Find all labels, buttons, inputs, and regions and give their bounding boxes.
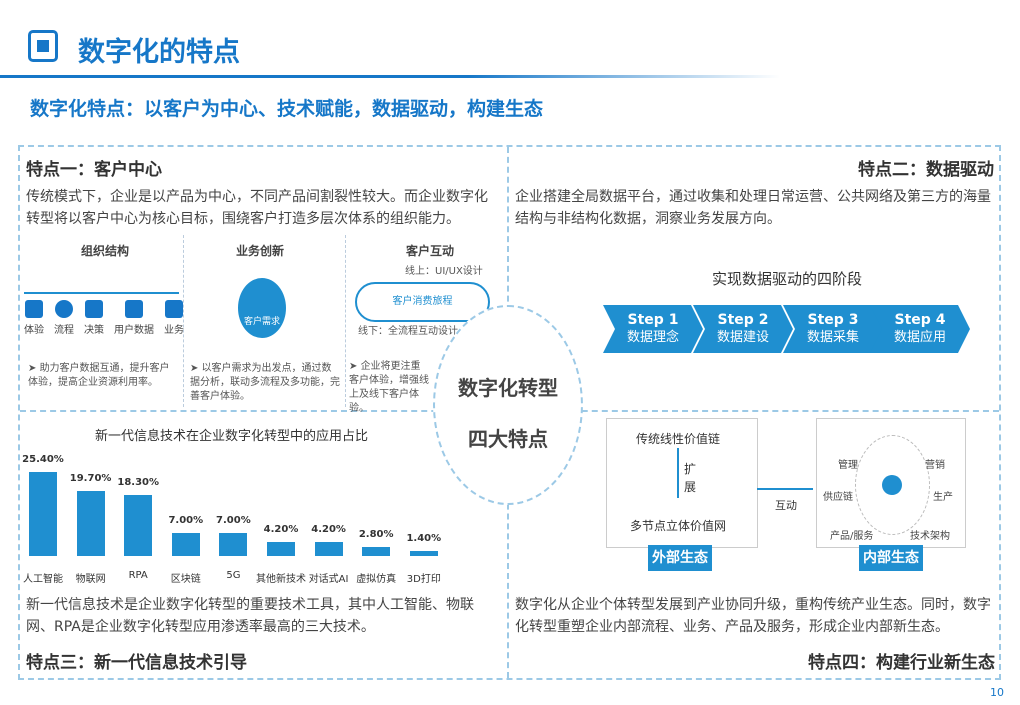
stages-title: 实现数据驱动的四阶段: [712, 270, 863, 288]
step-label: 数据应用: [893, 330, 946, 345]
col2-title: 业务创新: [235, 244, 284, 258]
node-label: 技术架构: [910, 531, 950, 542]
col1-title: 组织结构: [80, 244, 129, 258]
col1-note-text: 助力客户数据互通，提升客户体验，提高企业资源利用率。: [28, 363, 170, 388]
col3-note: ➤ 企业将更注重客户体验，增强线上及线下客户体验。: [349, 361, 429, 414]
chart-title: 新一代信息技术在企业数字化转型中的应用占比: [95, 429, 369, 444]
bidirectional-arrow: [757, 488, 813, 490]
people-icon: [25, 300, 43, 318]
down-arrow: [677, 448, 679, 498]
q3-title: 特点三：新一代信息技术引导: [26, 653, 247, 673]
col2-note-text: 以客户需求为出发点，通过数据分析，联动多流程及多功能，完善客户体验。: [190, 363, 340, 402]
q3-text: 新一代信息技术是企业数字化转型的重要技术工具，其中人工智能、物联网、RPA是企业…: [26, 597, 474, 635]
icon-label: 流程: [54, 325, 74, 336]
center-line2: 四大特点: [468, 427, 548, 451]
col-divider: [345, 235, 346, 407]
node-label: 供应链: [823, 492, 853, 503]
arrow-line: [24, 292, 179, 294]
page-title: 数字化的特点: [78, 37, 240, 68]
step-3: Step 3 数据采集: [783, 305, 883, 353]
node-label: 营销: [925, 460, 945, 471]
node-label: 产品/服务: [830, 531, 874, 542]
step-4: Step 4 数据应用: [870, 305, 970, 353]
q1-title: 特点一：客户中心: [26, 160, 162, 180]
col1-icons: 体验 流程 决策 用户数据 业务: [24, 300, 184, 337]
col-divider: [183, 235, 184, 407]
internal-ring: [855, 435, 930, 535]
core-icon: [882, 475, 902, 495]
circle-label: 客户需求: [243, 317, 280, 327]
step-label: 数据建设: [716, 330, 769, 345]
q1-text: 传统模式下，企业是以产品为中心，不同产品间割裂性较大。而企业数字化转型将以客户中…: [26, 189, 488, 227]
step-label: 数据采集: [806, 330, 859, 345]
node-label: 生产: [933, 492, 953, 503]
q2-title: 特点二：数据驱动: [858, 160, 994, 180]
icon-label: 体验: [24, 325, 44, 336]
icon-label: 决策: [84, 325, 104, 336]
loop-label: 客户消费旅程: [392, 296, 453, 307]
col3-note-text: 企业将更注重客户体验，增强线上及线下客户体验。: [349, 361, 429, 414]
step-2: Step 2 数据建设: [693, 305, 793, 353]
external-tag: 外部生态: [648, 545, 712, 571]
step-label: 数据理念: [626, 330, 679, 345]
external-top: 传统线性价值链: [636, 432, 721, 446]
q4-text: 数字化从企业个体转型发展到产业协同升级，重构传统产业生态。同时，数字化转型重塑企…: [515, 597, 991, 635]
step-number: Step 4: [894, 312, 946, 328]
step-number: Step 2: [717, 312, 769, 328]
journey-loop: 客户消费旅程: [355, 282, 490, 322]
page-number: 10: [990, 686, 1004, 699]
content-frame: [18, 145, 1001, 680]
chip-icon: [28, 30, 58, 62]
title-underline: [0, 75, 780, 78]
briefcase-icon: [165, 300, 183, 318]
icon-label: 用户数据: [114, 325, 154, 336]
step-1: Step 1 数据理念: [603, 305, 703, 353]
center-line1: 数字化转型: [458, 376, 558, 400]
node-label: 管理: [838, 460, 858, 471]
external-bottom: 多节点立体价值网: [630, 519, 727, 533]
external-box: [606, 418, 758, 548]
col1-note: ➤ 助力客户数据互通，提升客户体验，提高企业资源利用率。: [28, 363, 170, 388]
step-number: Step 3: [807, 312, 859, 328]
col3-title: 客户互动: [405, 244, 454, 258]
page-subtitle: 数字化特点：以客户为中心、技术赋能，数据驱动，构建生态: [30, 98, 544, 120]
expand-label: 扩展: [684, 462, 697, 494]
step-number: Step 1: [627, 312, 679, 328]
icon-label: 业务: [164, 325, 184, 336]
internal-tag: 内部生态: [859, 545, 923, 571]
interact-label: 互动: [775, 499, 797, 512]
q2-text: 企业搭建全局数据平台，通过收集和处理日常运营、公共网络及第三方的海量结构与非结构…: [515, 189, 991, 227]
customer-need-circle: 客户需求: [238, 278, 286, 338]
online-label: 线上：UI/UX设计: [405, 266, 483, 277]
bar-chart-icon: [125, 300, 143, 318]
decision-icon: [85, 300, 103, 318]
col2-note: ➤ 以客户需求为出发点，通过数据分析，联动多流程及多功能，完善客户体验。: [190, 363, 340, 402]
q4-title: 特点四：构建行业新生态: [808, 653, 995, 673]
offline-label: 线下：全流程互动设计: [358, 326, 458, 337]
hierarchy-icon: [55, 300, 73, 318]
center-ellipse: 数字化转型 四大特点: [433, 305, 583, 505]
